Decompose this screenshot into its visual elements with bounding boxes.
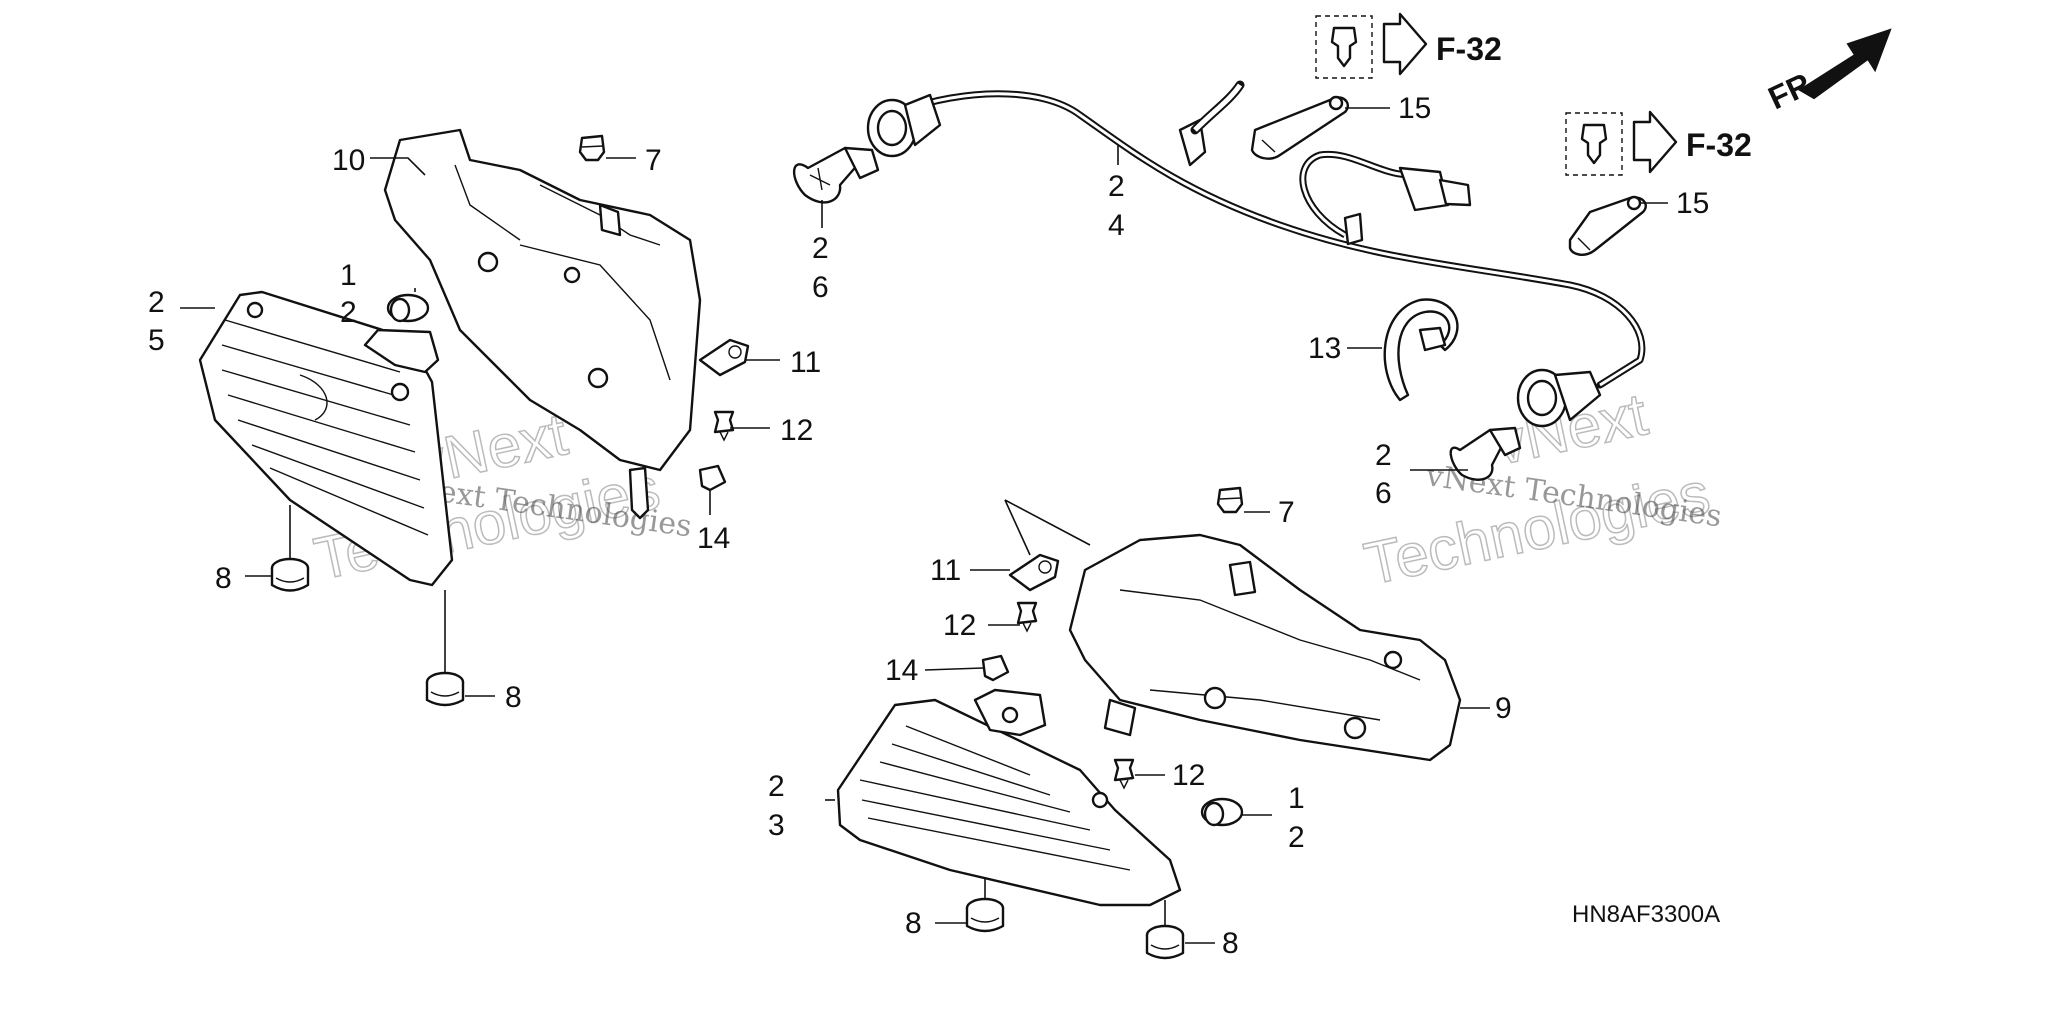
clamp-13 [1383,298,1459,402]
callout-6: 6 [812,271,829,304]
callout-13: 13 [1308,332,1341,365]
callout-1: 1 [340,259,357,292]
screw-under-bracket [628,466,650,520]
callout-12: 12 [943,609,976,642]
callout-3: 3 [768,809,785,842]
callout-14: 14 [697,522,730,555]
bulb-right [1449,426,1522,481]
grommet-8-c [965,897,1005,933]
callout-4: 4 [1108,209,1125,242]
callout-6: 6 [1375,477,1392,510]
headlight-right [836,688,1182,907]
leader-lines [180,107,1668,944]
grommet-8-d [1145,924,1185,960]
callout-2: 2 [768,770,785,803]
clip-11-mid [1008,553,1060,592]
wire-harness [866,80,1646,428]
callout-8: 8 [1222,927,1239,960]
grommet-1-low [1200,797,1244,827]
reference-clip-top [1315,12,1428,79]
grommet-7-mid [1216,486,1244,514]
screw-12-mid [1016,601,1038,633]
callout-15: 15 [1398,92,1431,125]
callout-14: 14 [885,654,918,687]
front-direction-label: FR. [1763,62,1825,116]
watermark: vNext Technologies vNext Technologies vN… [308,379,1724,598]
front-direction-marker: FR. [1763,28,1892,116]
callout-11: 11 [790,346,821,379]
callout-2: 2 [148,286,165,319]
grommet-7-top [578,134,606,162]
reference-label-right: F-32 [1686,127,1752,163]
grommet-8-b [425,671,465,707]
grommet-1-top [386,293,430,323]
callout-8: 8 [905,907,922,940]
headlight-left [198,290,454,587]
callout-labels: 2 5 10 7 1 2 11 12 14 8 8 2 6 2 4 15 15 … [148,92,1709,960]
callout-15: 15 [1676,187,1709,220]
reference-label-top: F-32 [1436,31,1502,67]
grommet-8-a [270,557,310,592]
callout-10: 10 [332,144,365,177]
callout-8: 8 [215,562,232,595]
nut-14-top [698,464,727,492]
bracket-15-right [1568,195,1647,256]
bracket-15-top [1250,95,1349,160]
callout-2: 2 [812,232,829,265]
screw-12-low [1113,758,1135,790]
reference-clip-right [1565,110,1678,176]
callout-12: 12 [1172,759,1205,792]
callout-9: 9 [1495,692,1512,725]
callout-7: 7 [1278,496,1295,529]
bracket-left [383,128,702,472]
callout-2: 2 [1375,439,1392,472]
callout-7: 7 [645,144,662,177]
callout-12: 12 [780,414,813,447]
callout-11: 11 [930,554,961,587]
callout-5: 5 [148,324,165,357]
nut-14-mid [981,654,1010,682]
callout-8: 8 [505,681,522,714]
callout-2: 2 [1108,170,1125,203]
callout-2: 2 [1288,821,1305,854]
bracket-right [1068,533,1462,762]
bulb-left [792,146,880,204]
screw-12-top [713,410,735,442]
clip-11-top [698,338,750,377]
callout-1: 1 [1288,782,1305,815]
diagram-code: HN8AF3300A [1572,901,1720,928]
callout-2: 2 [340,296,357,329]
